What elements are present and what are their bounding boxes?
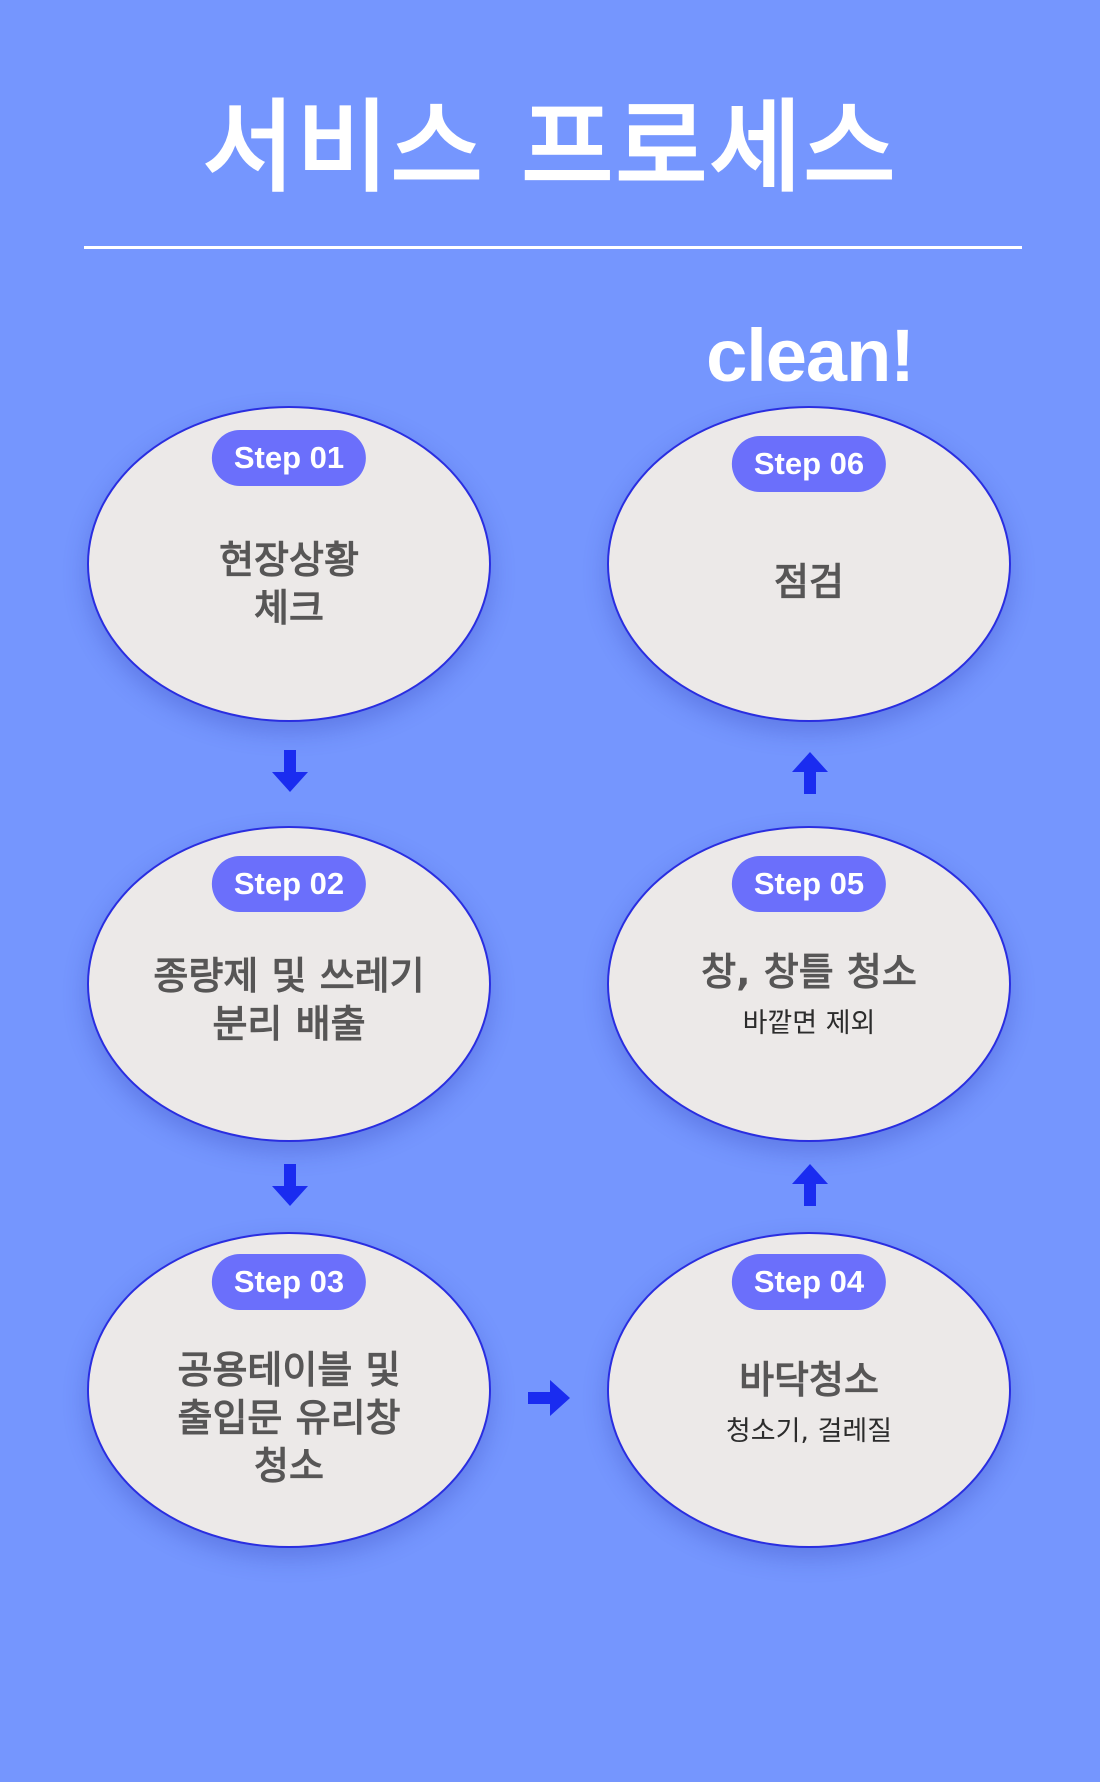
arrow-down-icon	[270, 1164, 310, 1208]
step-badge: Step 02	[211, 856, 367, 912]
arrow-up-icon	[790, 750, 830, 794]
step-badge: Step 05	[731, 856, 887, 912]
step-title: 점검	[774, 560, 844, 604]
page-title: 서비스 프로세스	[202, 89, 898, 206]
arrow-right-icon	[528, 1378, 572, 1418]
step-title: 바닥청소	[739, 1358, 879, 1402]
step-title: 종량제 및 쓰레기 분리 배출	[153, 954, 425, 1046]
step-badge: Step 06	[731, 436, 887, 492]
step-card-06: Step 06 점검	[607, 406, 1011, 722]
step-badge: Step 01	[211, 430, 367, 486]
step-title: 현장상황 체크	[219, 538, 359, 630]
step-card-05: Step 05 창, 창틀 청소 바깥면 제외	[607, 826, 1011, 1142]
step-card-03: Step 03 공용테이블 및 출입문 유리창 청소	[87, 1232, 491, 1548]
step-card-01: Step 01 현장상황 체크	[87, 406, 491, 722]
step-badge: Step 03	[211, 1254, 367, 1310]
step-subtitle: 청소기, 걸레질	[725, 1416, 893, 1447]
step-title: 공용테이블 및 출입문 유리창 청소	[177, 1348, 401, 1488]
step-subtitle: 바깥면 제외	[742, 1008, 876, 1039]
step-title: 창, 창틀 청소	[701, 950, 917, 994]
clean-label: clean!	[706, 314, 915, 397]
step-card-04: Step 04 바닥청소 청소기, 걸레질	[607, 1232, 1011, 1548]
step-card-02: Step 02 종량제 및 쓰레기 분리 배출	[87, 826, 491, 1142]
arrow-down-icon	[270, 750, 310, 794]
arrow-up-icon	[790, 1162, 830, 1206]
title-divider	[84, 246, 1022, 249]
step-badge: Step 04	[731, 1254, 887, 1310]
